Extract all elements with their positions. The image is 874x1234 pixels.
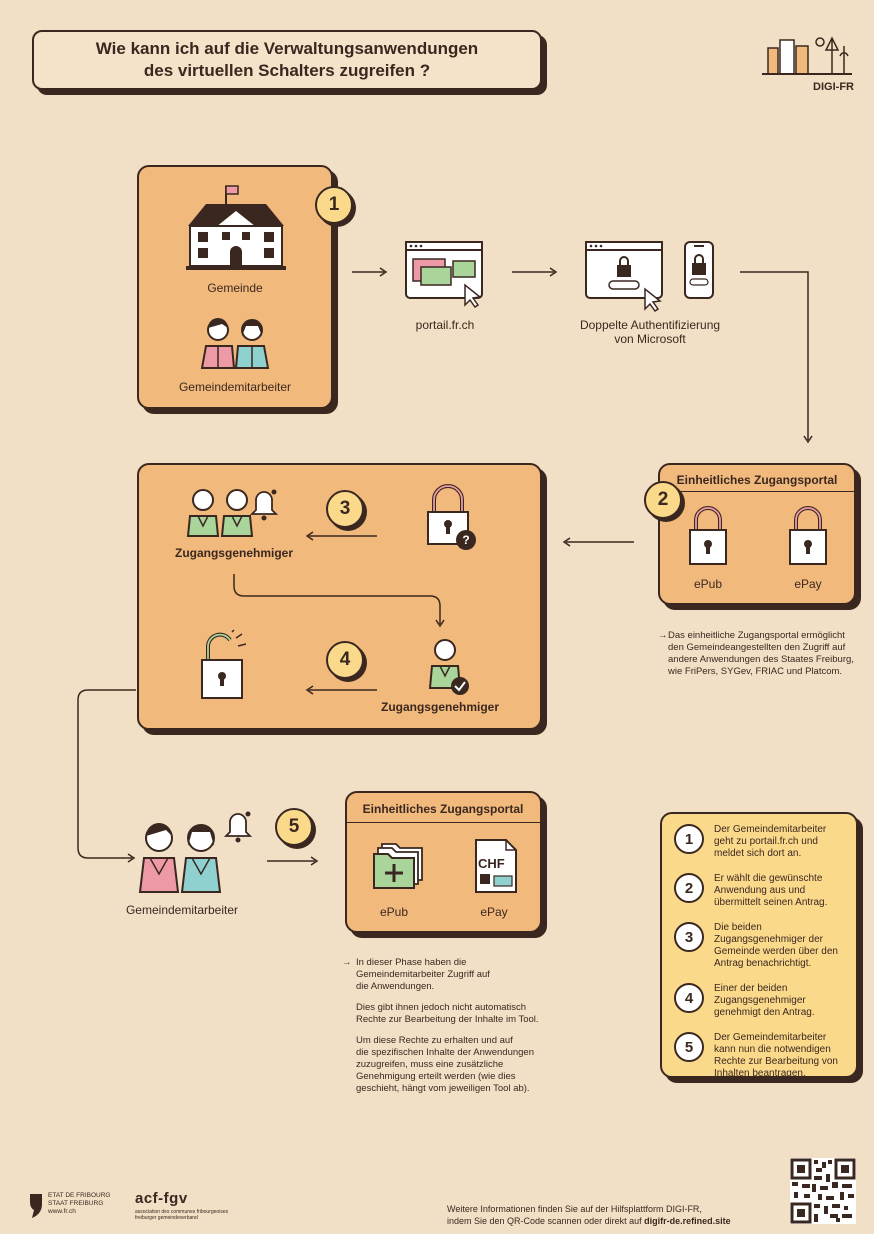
etat-logo: ETAT DE FRIBOURG STAAT FREIBURG www.fr.c… bbox=[28, 1192, 110, 1220]
summary-number: 5 bbox=[674, 1032, 704, 1062]
arrow-icon: → bbox=[658, 630, 668, 641]
info-link[interactable]: digifr-de.refined.site bbox=[644, 1216, 731, 1226]
city-icon bbox=[762, 36, 852, 75]
arrow-left-icon bbox=[305, 531, 377, 541]
town-hall-icon bbox=[186, 185, 286, 270]
step5-divider bbox=[345, 822, 540, 823]
step3-approver-label: Zugangsgenehmiger bbox=[174, 546, 293, 560]
step2-divider bbox=[658, 491, 854, 492]
arrow-icon: → bbox=[342, 957, 352, 968]
acf-logo: acf-fgv association des communes fribour… bbox=[135, 1190, 229, 1221]
step5-header: Einheitliches Zugangsportal bbox=[362, 802, 524, 816]
auth-label: Doppelte Authentifizierung von Microsoft bbox=[579, 318, 721, 346]
step4-number: 4 bbox=[326, 641, 364, 679]
step5-note: → In dieser Phase haben die Gemeindemita… bbox=[342, 957, 539, 1094]
arrow-left-icon bbox=[562, 537, 634, 547]
connector-line bbox=[740, 271, 813, 444]
etat-mark-icon bbox=[30, 1194, 42, 1218]
page-title-line2: des virtuellen Schalters zugreifen ? bbox=[143, 61, 431, 80]
invoice-icon bbox=[475, 839, 517, 893]
digifr-logo: DIGI-FR bbox=[760, 30, 854, 93]
step3-number: 3 bbox=[326, 490, 364, 528]
connector-line bbox=[77, 689, 136, 863]
step5-app1-label: ePub bbox=[379, 905, 409, 919]
summary-number: 2 bbox=[674, 873, 704, 903]
summary-number: 1 bbox=[674, 824, 704, 854]
portal-label: portail.fr.ch bbox=[415, 318, 475, 332]
lock-icon bbox=[689, 506, 727, 565]
step2-app2-label: ePay bbox=[794, 577, 822, 591]
step4-approver-label: Zugangsgenehmiger bbox=[380, 700, 499, 714]
smartphone-lock-icon bbox=[684, 241, 714, 299]
lock-question-icon: ? bbox=[427, 484, 476, 550]
arrow-right-icon bbox=[267, 856, 319, 866]
summary-number: 4 bbox=[674, 983, 704, 1013]
folder-add-icon bbox=[373, 843, 423, 889]
step2-app1-label: ePub bbox=[693, 577, 723, 591]
step5-number: 5 bbox=[275, 808, 313, 846]
browser-window-icon bbox=[405, 241, 483, 309]
gemeinde-label: Gemeinde bbox=[207, 281, 263, 295]
connector-line bbox=[233, 574, 445, 628]
svg-text:?: ? bbox=[462, 533, 469, 547]
employees-notified-icon bbox=[138, 811, 253, 893]
arrow-right-icon bbox=[512, 267, 558, 277]
step2-number: 2 bbox=[644, 481, 682, 519]
summary-number: 3 bbox=[674, 922, 704, 952]
login-window-icon bbox=[585, 241, 663, 313]
employees-icon bbox=[200, 318, 270, 369]
approver-check-icon bbox=[428, 639, 469, 695]
brand-name: DIGI-FR bbox=[813, 81, 854, 93]
step1-number: 1 bbox=[315, 186, 353, 224]
footer-info: Weitere Informationen finden Sie auf der… bbox=[447, 1204, 731, 1226]
qr-code-icon[interactable] bbox=[790, 1158, 856, 1224]
step2-header: Einheitliches Zugangsportal bbox=[676, 473, 838, 487]
chf-text: CHF bbox=[478, 856, 505, 871]
step5-app2-label: ePay bbox=[480, 905, 508, 919]
page-title-box: Wie kann ich auf die Verwaltungsanwendun… bbox=[32, 30, 542, 90]
employee-label-step1: Gemeindemitarbeiter bbox=[178, 380, 292, 394]
arrow-right-icon bbox=[352, 267, 388, 277]
arrow-left-icon bbox=[305, 685, 377, 695]
lock-icon bbox=[789, 506, 827, 565]
step5-employee-label: Gemeindemitarbeiter bbox=[125, 903, 239, 917]
approvers-icon bbox=[186, 489, 279, 537]
page-title-line1: Wie kann ich auf die Verwaltungsanwendun… bbox=[95, 39, 479, 58]
step2-note: → Das einheitliche Zugangsportal ermögli… bbox=[658, 630, 854, 677]
lock-open-icon bbox=[201, 629, 247, 699]
